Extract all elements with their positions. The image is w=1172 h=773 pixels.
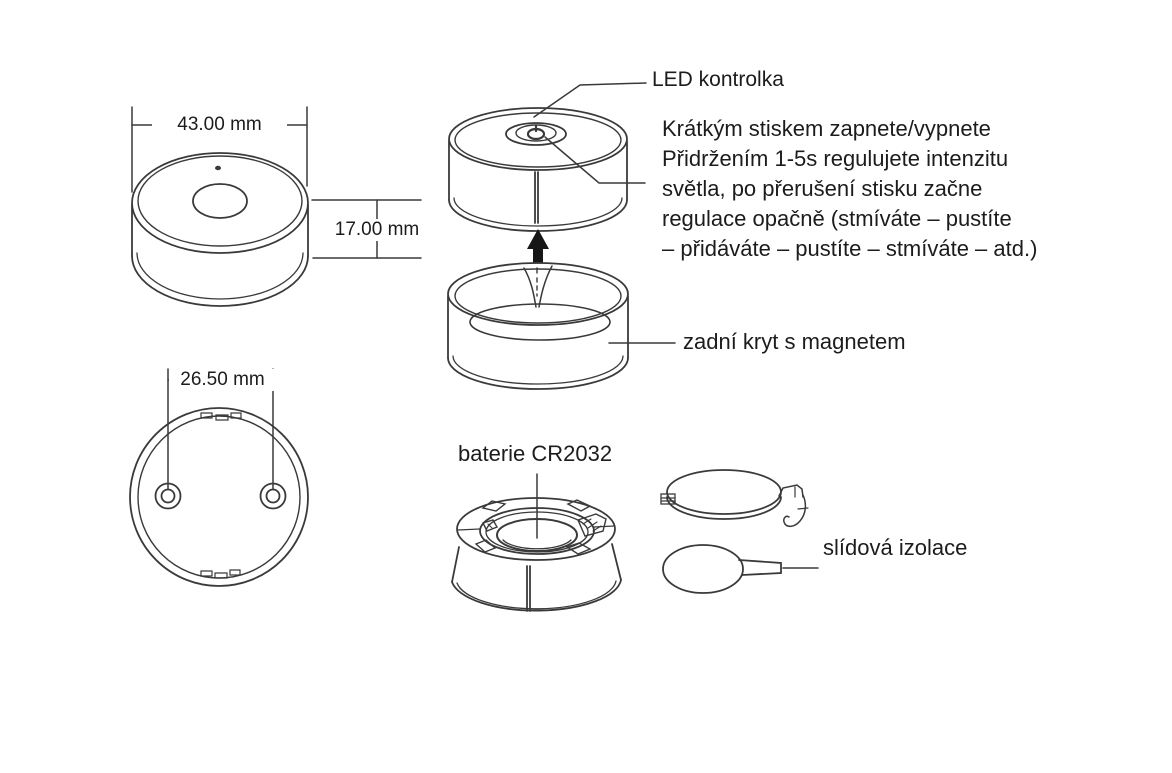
back-cover-label: zadní kryt s magnetem — [683, 329, 906, 354]
screw-hole-right — [259, 482, 287, 510]
back-cover-drawing — [447, 262, 629, 390]
leader-instructions — [544, 136, 646, 184]
power-button-icon — [505, 122, 567, 146]
leader-lines — [533, 82, 819, 569]
power-button — [192, 183, 248, 219]
dimension-height: 17.00 mm — [328, 219, 426, 241]
usage-instructions-line-3: světla, po přerušení stisku začne — [662, 176, 983, 201]
front-view-drawing — [131, 152, 309, 307]
vent-slots-top — [200, 412, 242, 421]
battery-label: baterie CR2032 — [458, 441, 613, 466]
usage-instructions-line-1: Krátkým stiskem zapnete/vypnete — [662, 116, 991, 141]
battery-disc-drawing — [660, 469, 809, 528]
mica-disc-drawing — [662, 544, 782, 594]
leader-led — [533, 82, 647, 118]
battery-contact-tab — [660, 493, 676, 505]
usage-instructions-line-5: – přidáváte – pustíte – stmíváte – atd.) — [662, 236, 1038, 261]
usage-instructions-line-2: Přidržením 1-5s regulujete intenzitu — [662, 146, 1009, 171]
vent-slots-bottom — [200, 569, 241, 579]
usage-instructions: Krátkým stiskem zapnete/vypnete Přidržen… — [662, 114, 1037, 264]
top-cover-drawing — [448, 107, 628, 232]
battery-clip — [778, 484, 809, 528]
dimension-hole-spacing: 26.50 mm — [169, 369, 276, 391]
usage-instructions-line-4: regulace opačně (stmíváte – pustíte — [662, 206, 1012, 231]
back-view-drawing — [129, 407, 309, 587]
led-indicator-label: LED kontrolka — [652, 68, 784, 91]
led-dot — [215, 165, 221, 171]
mica-insulation-label: slídová izolace — [823, 535, 968, 560]
screw-hole-left — [154, 482, 182, 510]
dimension-diameter: 43.00 mm — [152, 114, 287, 136]
